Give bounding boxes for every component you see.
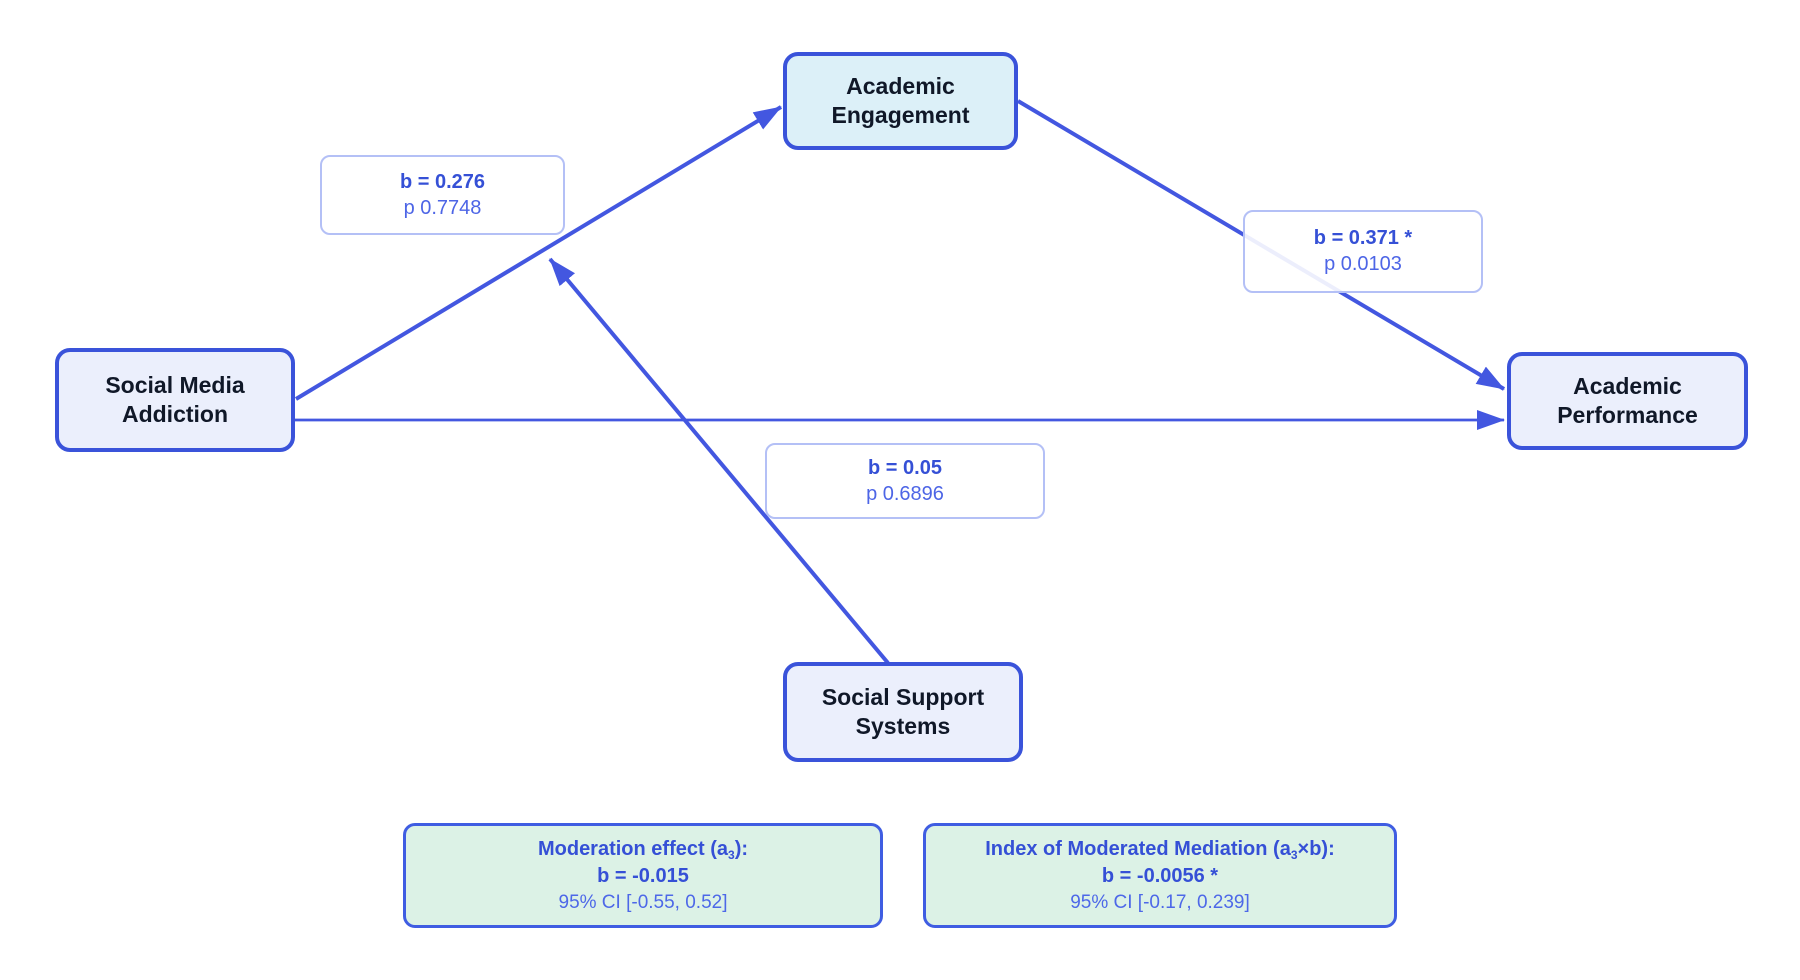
node-academic-performance: Academic Performance [1507,352,1748,450]
moderation-effect-title: Moderation effect (a3): [537,837,749,862]
moderation-title-text: Moderation effect (a [537,837,728,860]
b-path-pvalue: p 0.0103 [1324,253,1402,275]
index-title-suffix: ×b): [1297,837,1335,860]
edge-a-path-arrow [294,105,783,401]
direct-path-pvalue: p 0.6896 [866,482,944,505]
index-title: Index of Moderated Mediation (a3×b): [985,837,1335,862]
b-path-coefficient: b = 0.371 * [1313,227,1413,249]
moderation-title-suffix: ): [734,837,749,860]
node-social-support-systems: Social Support Systems [783,662,1023,762]
moderation-title-subscript: 3 [728,847,735,862]
moderation-effect-coefficient: b = -0.015 [597,864,689,887]
node-social-media-addiction: Social Media Addiction [55,348,295,452]
index-title-text: Index of Moderated Mediation (a [985,837,1291,860]
edge-label-direct-path: b = 0.05 p 0.6896 [765,443,1045,519]
node-social-media-addiction-label: Social Media Addiction [105,371,245,427]
node-academic-engagement: Academic Engagement [783,52,1018,150]
edge-label-a-path: b = 0.276 p 0.7748 [320,155,565,235]
index-ci: 95% CI [-0.17, 0.239] [1070,891,1250,913]
a-path-coefficient: b = 0.276 [399,170,486,193]
moderation-effect-ci: 95% CI [-0.55, 0.52] [558,891,728,913]
edge-moderation-arrow [548,257,890,665]
result-box-moderated-mediation-index: Index of Moderated Mediation (a3×b): b =… [923,823,1397,928]
a-path-pvalue: p 0.7748 [403,196,482,219]
direct-path-coefficient: b = 0.05 [868,456,942,479]
node-academic-engagement-label: Academic Engagement [831,72,970,128]
edge-label-b-path: b = 0.371 * p 0.0103 [1243,210,1483,293]
index-coefficient: b = -0.0056 * [1101,864,1219,887]
node-social-support-systems-label: Social Support Systems [821,683,985,739]
index-title-subscript: 3 [1290,847,1298,862]
node-academic-performance-label: Academic Performance [1557,372,1698,428]
result-box-moderation-effect: Moderation effect (a3): b = -0.015 95% C… [403,823,883,928]
